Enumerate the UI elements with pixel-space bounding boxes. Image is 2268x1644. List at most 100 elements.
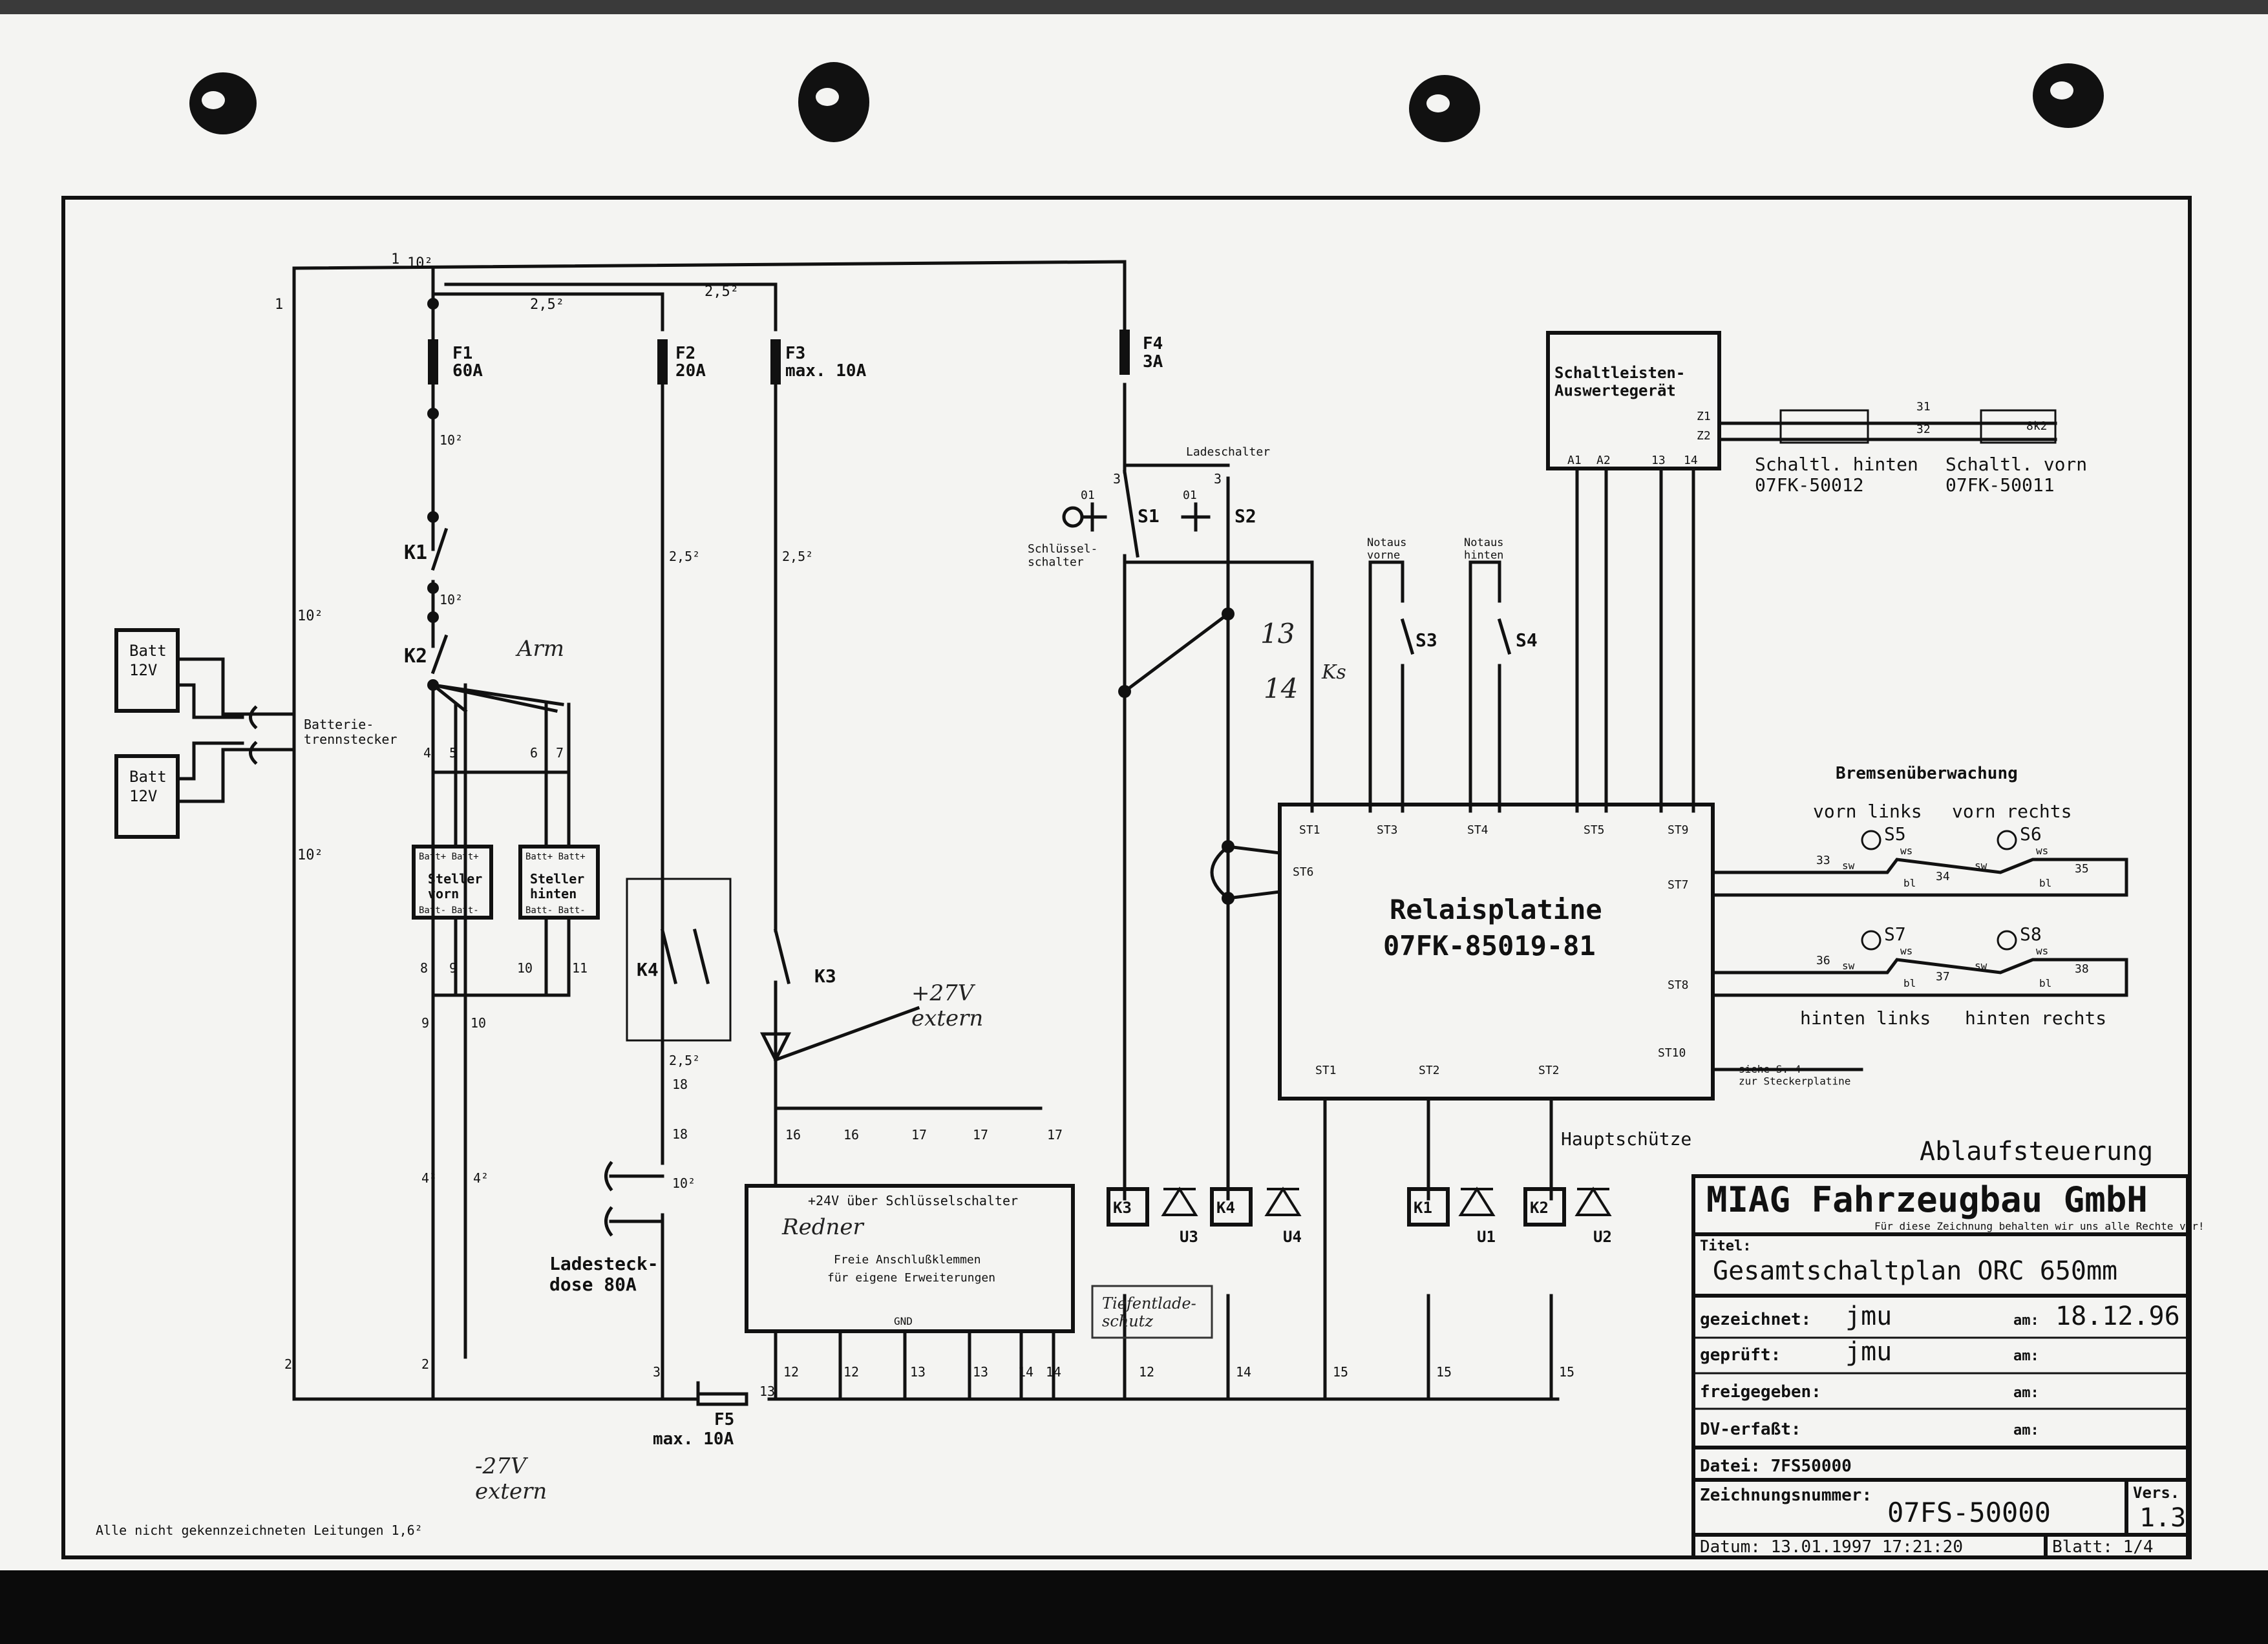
wire-color-label: sw (1842, 960, 1855, 972)
wire-label: 01 (1183, 489, 1197, 502)
svg-text:K2: K2 (1530, 1199, 1549, 1217)
svg-text:Batt+ Batt+: Batt+ Batt+ (419, 852, 479, 862)
wire-label: 16 (785, 1127, 801, 1143)
fuse-f3-id: F3 (785, 344, 805, 363)
wire-label: 35 (2075, 862, 2089, 876)
battery-voltage: 12V (129, 661, 157, 679)
wire-label: 3 (653, 1364, 661, 1380)
svg-text:ST7: ST7 (1668, 878, 1689, 892)
drawing-title: Gesamtschaltplan ORC 650mm (1713, 1256, 2117, 1286)
svg-text:U1: U1 (1477, 1228, 1496, 1246)
handwritten-14: 14 (1264, 673, 1298, 704)
wire-label: 13 (973, 1364, 988, 1380)
fuse-f1-id: F1 (452, 344, 472, 363)
wire-label: 14 (1046, 1364, 1061, 1380)
svg-text:+24V über Schlüsselschalter: +24V über Schlüsselschalter (808, 1193, 1018, 1208)
wire-label: 11 (572, 960, 588, 976)
wire-label: 6 (530, 745, 538, 761)
battery-label: Batt (129, 768, 167, 786)
wire-label: 2,5² (669, 549, 700, 564)
svg-text:ST1: ST1 (1315, 1064, 1337, 1077)
relay-board: Relaisplatine 07FK-85019-81 ST1 ST3 ST4 … (1278, 803, 1715, 1101)
handwritten-13: 13 (1260, 618, 1295, 649)
svg-text:Zeichnungsnummer:: Zeichnungsnummer: (1700, 1486, 1872, 1505)
wire-label: 2,5² (705, 284, 739, 300)
brake-monitor-wiring (1711, 830, 2128, 997)
f3-column (759, 383, 1043, 1188)
wire-label: 3 (1113, 471, 1121, 487)
drawing-number: 07FS-50000 (1887, 1497, 2051, 1528)
wire-label: 16 (843, 1127, 859, 1143)
wire-label: 34 (1936, 870, 1950, 883)
svg-text:ST2: ST2 (1419, 1064, 1440, 1077)
battery-voltage: 12V (129, 787, 157, 805)
wire-label: 17 (911, 1127, 927, 1143)
wire-label: 2,5² (530, 297, 564, 313)
coil-k3: K3 U3 (1107, 1186, 1198, 1246)
fuse-f1 (428, 339, 438, 385)
svg-text:Z2: Z2 (1697, 429, 1711, 443)
wire-label: 38 (2075, 962, 2089, 976)
coil-wiring (1323, 1097, 1553, 1401)
svg-text:gezeichnet:: gezeichnet: (1700, 1310, 1811, 1329)
key-switch-s1-label: S1 (1138, 505, 1160, 527)
brake-s6-label: S6 (2020, 823, 2042, 845)
wire-label: 8 (420, 960, 428, 976)
svg-text:Schaltleisten-Auswertegerät: Schaltleisten-Auswertegerät (1554, 364, 1685, 400)
wire-color-label: ws (2036, 845, 2048, 857)
svg-text:geprüft:: geprüft: (1700, 1345, 1781, 1365)
svg-text:freigegeben:: freigegeben: (1700, 1382, 1821, 1402)
wire-label: 2,5² (669, 1053, 700, 1068)
wire-label: 2 (284, 1356, 292, 1372)
battery-plug-label: Batterie-trennstecker (304, 717, 397, 747)
wire-label: 14 (1236, 1364, 1251, 1380)
wire-label: 12 (843, 1364, 859, 1380)
wire-label: 4 (423, 745, 431, 761)
wire-label: 10 (517, 960, 533, 976)
title-label: Titel: (1700, 1238, 1751, 1254)
wire-label: 17 (973, 1127, 988, 1143)
wire-label: 5 (449, 745, 457, 761)
svg-text:ST8: ST8 (1668, 978, 1689, 992)
estop-s3-label: S3 (1415, 629, 1437, 651)
wire-label: 13 (759, 1384, 775, 1399)
svg-text:für eigene Erweiterungen: für eigene Erweiterungen (827, 1271, 995, 1285)
wire-color-label: sw (1975, 859, 1987, 872)
wire-label: 33 (1816, 854, 1830, 867)
wire-color-label: bl (2039, 977, 2051, 989)
wire-label: 37 (1936, 970, 1950, 984)
evaluator-wiring (1575, 409, 2057, 813)
wire-label: 3 (1214, 471, 1222, 487)
company-name: MIAG Fahrzeugbau GmbH (1706, 1179, 2148, 1220)
relay-k4-label: K4 (637, 959, 659, 980)
wire-label: 10² (672, 1175, 695, 1191)
terminal-box: +24V über Schlüsselschalter Freie Anschl… (745, 1184, 1075, 1333)
svg-text:Freie Anschlußklemmen: Freie Anschlußklemmen (834, 1253, 981, 1267)
wire-label: 14 (1018, 1364, 1033, 1380)
wire-label: 15 (1436, 1364, 1452, 1380)
fuse-f2 (657, 339, 668, 385)
contactor-k2-label: K2 (404, 645, 427, 668)
battery-wiring (176, 657, 296, 803)
coil-k2: K2 U2 (1523, 1186, 1612, 1246)
svg-text:K4: K4 (1216, 1199, 1235, 1217)
brake-rear-right: hinten rechts (1965, 1007, 2106, 1029)
key-switch-caption: Schlüssel-schalter (1028, 542, 1097, 569)
svg-text:A2: A2 (1596, 454, 1611, 467)
battery-label: Batt (129, 642, 167, 660)
battery-1: Batt 12V (114, 628, 180, 713)
wire-label: 13 (910, 1364, 926, 1380)
wire-label: 01 (1081, 489, 1095, 502)
drawn-date: 18.12.96 (2055, 1302, 2180, 1331)
wire-color-label: bl (1903, 877, 1916, 889)
wire-label: 10² (440, 592, 463, 607)
brake-monitor-title: Bremsenüberwachung (1836, 764, 2018, 783)
svg-text:am:: am: (2013, 1348, 2039, 1364)
handwritten-arm: Arm (515, 636, 564, 662)
brake-s7-label: S7 (1884, 923, 1906, 945)
f1-column (430, 328, 564, 1401)
